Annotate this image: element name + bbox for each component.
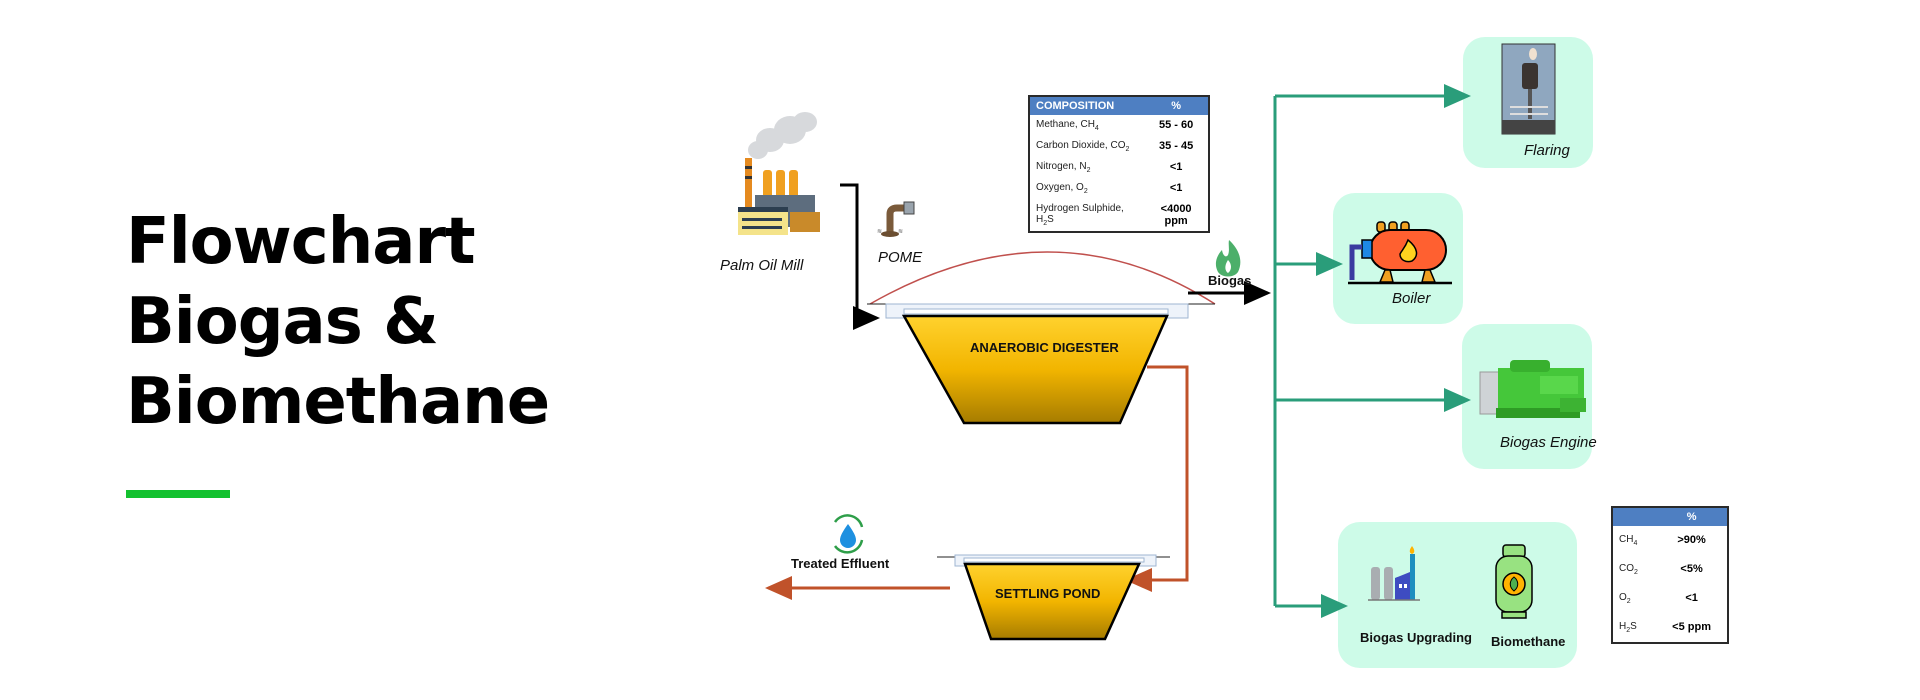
biogas-composition-table: COMPOSITION % Methane, CH4 55 - 60 Carbon …	[1028, 95, 1210, 233]
palm-oil-mill-label: Palm Oil Mill	[720, 257, 804, 274]
component-subscript: 2	[1125, 146, 1130, 153]
component-subscript: 2	[1043, 220, 1048, 227]
component-subscript: 4	[1633, 540, 1638, 547]
component-value: <5 ppm	[1672, 621, 1711, 633]
table-row: CO2 <5%	[1612, 555, 1728, 584]
component-subscript: 2	[1083, 188, 1088, 195]
gas-engine-icon	[1479, 360, 1586, 418]
table-header-cell: COMPOSITION	[1029, 96, 1145, 115]
component-name: Carbon Dioxide, CO	[1036, 140, 1126, 151]
component-name-cell: H2S	[1612, 613, 1656, 643]
page-title: Flowchart Biogas & Biomethane	[126, 202, 550, 442]
svg-text:≋: ≋	[877, 229, 882, 235]
component-subscript: 4	[1094, 125, 1099, 132]
component-value: <1	[1685, 592, 1698, 604]
component-subscript: 2	[1634, 569, 1638, 576]
flare-stack-icon	[1501, 43, 1556, 135]
component-name-cell: CH4	[1612, 526, 1656, 555]
table-row: Nitrogen, N2 <1	[1029, 157, 1209, 178]
component-suffix: S	[1630, 621, 1637, 632]
title-line-2: Biogas &	[126, 285, 439, 359]
component-name-cell: Carbon Dioxide, CO2	[1029, 136, 1144, 157]
table-row: Oxygen, O2 <1	[1029, 178, 1209, 199]
component-subscript: 2	[1626, 627, 1631, 634]
table-row: Carbon Dioxide, CO2 35 - 45	[1029, 136, 1209, 157]
settling-pond-label: SETTLING POND	[995, 586, 1101, 601]
use-label-flaring: Flaring	[1524, 142, 1570, 159]
component-name: CH	[1619, 534, 1634, 545]
wastewater-pipe-icon: ≋ ≋	[877, 201, 915, 237]
biogas-label: Biogas	[1208, 273, 1252, 288]
settling-pond	[937, 554, 1170, 641]
pome-flow-arrow	[840, 183, 880, 330]
svg-text:≋: ≋	[898, 229, 903, 235]
component-name: Hydrogen Sulphide, H	[1036, 203, 1124, 225]
component-name: Nitrogen, N	[1036, 161, 1087, 172]
biogas-upgrading-label: Biogas Upgrading	[1360, 630, 1472, 645]
title-accent-bar	[126, 490, 230, 498]
title-line-3: Biomethane	[126, 365, 550, 439]
use-label-boiler: Boiler	[1392, 290, 1431, 307]
component-name-cell: Methane, CH4	[1029, 115, 1144, 136]
table-row: H2S <5 ppm	[1612, 613, 1728, 643]
table-row: CH4 >90%	[1612, 526, 1728, 555]
table-row: O2 <1	[1612, 584, 1728, 613]
table-header-row: COMPOSITION %	[1029, 96, 1209, 115]
table-header-cell: %	[1656, 507, 1728, 526]
component-subscript: 2	[1626, 598, 1631, 605]
component-name: Methane, CH	[1036, 119, 1095, 130]
component-name: O	[1619, 592, 1627, 603]
use-label-biogas-engine: Biogas Engine	[1500, 434, 1597, 451]
digester-dome	[869, 251, 1216, 305]
component-value: <5%	[1680, 563, 1703, 575]
component-name-cell: Oxygen, O2	[1029, 178, 1144, 199]
component-value: <1	[1169, 161, 1183, 173]
gas-cylinder-icon	[1495, 544, 1533, 619]
component-name: H	[1619, 621, 1627, 632]
title-line-1: Flowchart	[126, 205, 476, 279]
component-name-cell: CO2	[1612, 555, 1656, 584]
component-name-cell: O2	[1612, 584, 1656, 613]
factory-icon	[738, 112, 820, 235]
upgrading-plant-icon	[1368, 546, 1420, 601]
biogas-distribution-lines	[1273, 84, 1471, 618]
table-header-cell	[1612, 507, 1657, 526]
component-value: <4000 ppm	[1160, 203, 1192, 227]
treated-effluent-label: Treated Effluent	[791, 556, 890, 571]
recycle-water-icon	[833, 514, 864, 554]
flame-icon	[1215, 240, 1241, 277]
boiler-icon	[1348, 221, 1452, 285]
table-row: Methane, CH4 55 - 60	[1029, 115, 1209, 136]
component-name-cell: Hydrogen Sulphide, H2S	[1029, 199, 1144, 232]
table-header-row: %	[1612, 507, 1728, 526]
component-value: >90%	[1677, 534, 1706, 546]
table-header-cell: %	[1144, 96, 1209, 115]
anaerobic-digester	[867, 251, 1216, 425]
effluent-transfer-arrow	[1125, 365, 1189, 592]
component-name-cell: Nitrogen, N2	[1029, 157, 1144, 178]
biomethane-label: Biomethane	[1491, 634, 1566, 649]
component-suffix: S	[1047, 214, 1054, 225]
digester-label: ANAEROBIC DIGESTER	[970, 340, 1119, 355]
component-value: 55 - 60	[1158, 119, 1194, 131]
table-row: Hydrogen Sulphide, H2S <4000 ppm	[1029, 199, 1209, 232]
component-name: CO	[1619, 563, 1634, 574]
component-name: Oxygen, O	[1036, 182, 1084, 193]
pome-label: POME	[878, 249, 923, 266]
component-subscript: 2	[1086, 167, 1091, 174]
component-value: 35 - 45	[1158, 140, 1194, 152]
component-value: <1	[1169, 182, 1183, 194]
